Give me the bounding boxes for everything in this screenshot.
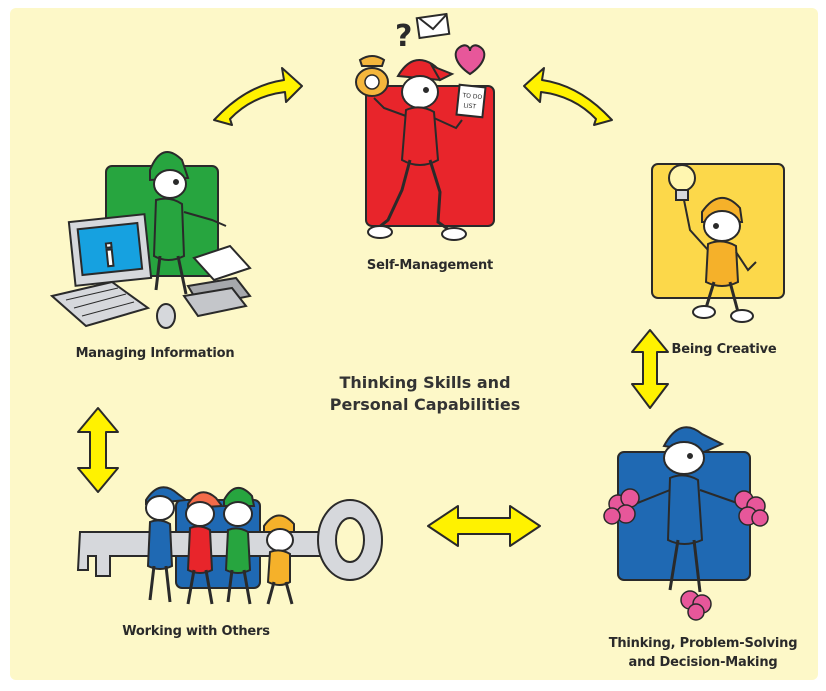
working-with-others-node (76, 486, 383, 605)
being-creative-node (651, 163, 785, 323)
arrow-self-to-creative (523, 67, 613, 126)
keyboard-icon (49, 280, 151, 328)
arrow-creative-thinking (631, 329, 669, 409)
mouse-icon (156, 303, 176, 329)
managing-information-figure (149, 151, 227, 295)
working-with-others-label: Working with Others (122, 624, 270, 639)
pom-pom-icon (603, 488, 769, 621)
team-figures (145, 486, 295, 605)
computer-icon: i (67, 213, 153, 287)
svg-text:?: ? (395, 19, 412, 54)
center-title-line2: Personal Capabilities (329, 395, 521, 414)
paper-tray-icon (182, 244, 252, 318)
svg-text:LIST: LIST (463, 102, 477, 110)
arrow-working-managing (77, 407, 119, 493)
center-title-line1: Thinking Skills and (339, 373, 511, 392)
managing-information-label: Managing Information (75, 346, 235, 361)
svg-text:i: i (103, 239, 117, 275)
thinking-node (603, 426, 769, 621)
arrow-managing-to-self (213, 67, 303, 126)
self-management-label: Self-Management (366, 258, 494, 273)
managing-information-node: i (49, 151, 252, 329)
telephone-icon (355, 55, 389, 97)
thinking-label-line2: and Decision-Making (628, 655, 778, 670)
being-creative-label: Being Creative (671, 342, 777, 357)
todo-note-icon: TO DO LIST (455, 83, 487, 119)
heart-icon (454, 44, 486, 76)
thinking-label-line1: Thinking, Problem-Solving (608, 636, 798, 651)
envelope-icon (415, 12, 451, 40)
question-mark-icon: ? (395, 19, 412, 54)
svg-text:TO DO: TO DO (461, 92, 483, 101)
lightbulb-icon (668, 164, 696, 201)
arrow-thinking-working (427, 505, 541, 547)
thinking-figure (629, 426, 741, 593)
being-creative-figure (683, 197, 757, 323)
self-management-figure (367, 59, 467, 241)
center-title: Thinking Skills and Personal Capabilitie… (300, 372, 550, 416)
self-management-node: ? TO DO LIST (355, 12, 495, 241)
